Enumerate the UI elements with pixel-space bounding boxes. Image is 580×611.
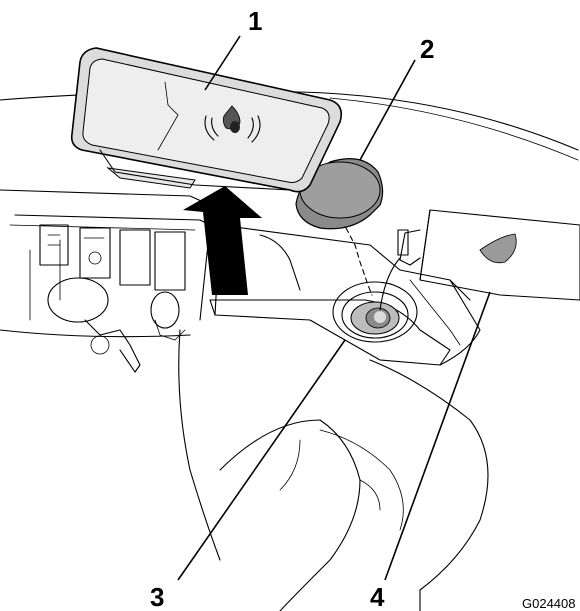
ignition-key <box>47 277 186 373</box>
leader-line-4 <box>384 291 491 581</box>
hand <box>219 359 489 611</box>
fluid-drop-icon <box>479 233 517 264</box>
reservoir-cover <box>70 47 343 193</box>
leader-lines <box>177 35 491 581</box>
callout-number-2: 2 <box>420 34 434 64</box>
brake-fluid-icon <box>204 105 261 143</box>
leader-line-1 <box>204 35 241 91</box>
callout-number-4: 4 <box>370 582 385 611</box>
reservoir-cap <box>295 158 384 296</box>
up-arrow-icon <box>183 186 262 295</box>
reservoir-compartment <box>209 224 481 366</box>
leader-line-2 <box>359 59 416 161</box>
fluid-bottle <box>379 209 580 311</box>
callout-number-3: 3 <box>150 582 164 611</box>
dashboard-outline <box>0 91 579 561</box>
reservoir-neck <box>332 281 418 343</box>
figure-id: G024408 <box>522 596 576 611</box>
leader-line-3 <box>177 339 346 581</box>
callout-number-1: 1 <box>248 6 262 36</box>
